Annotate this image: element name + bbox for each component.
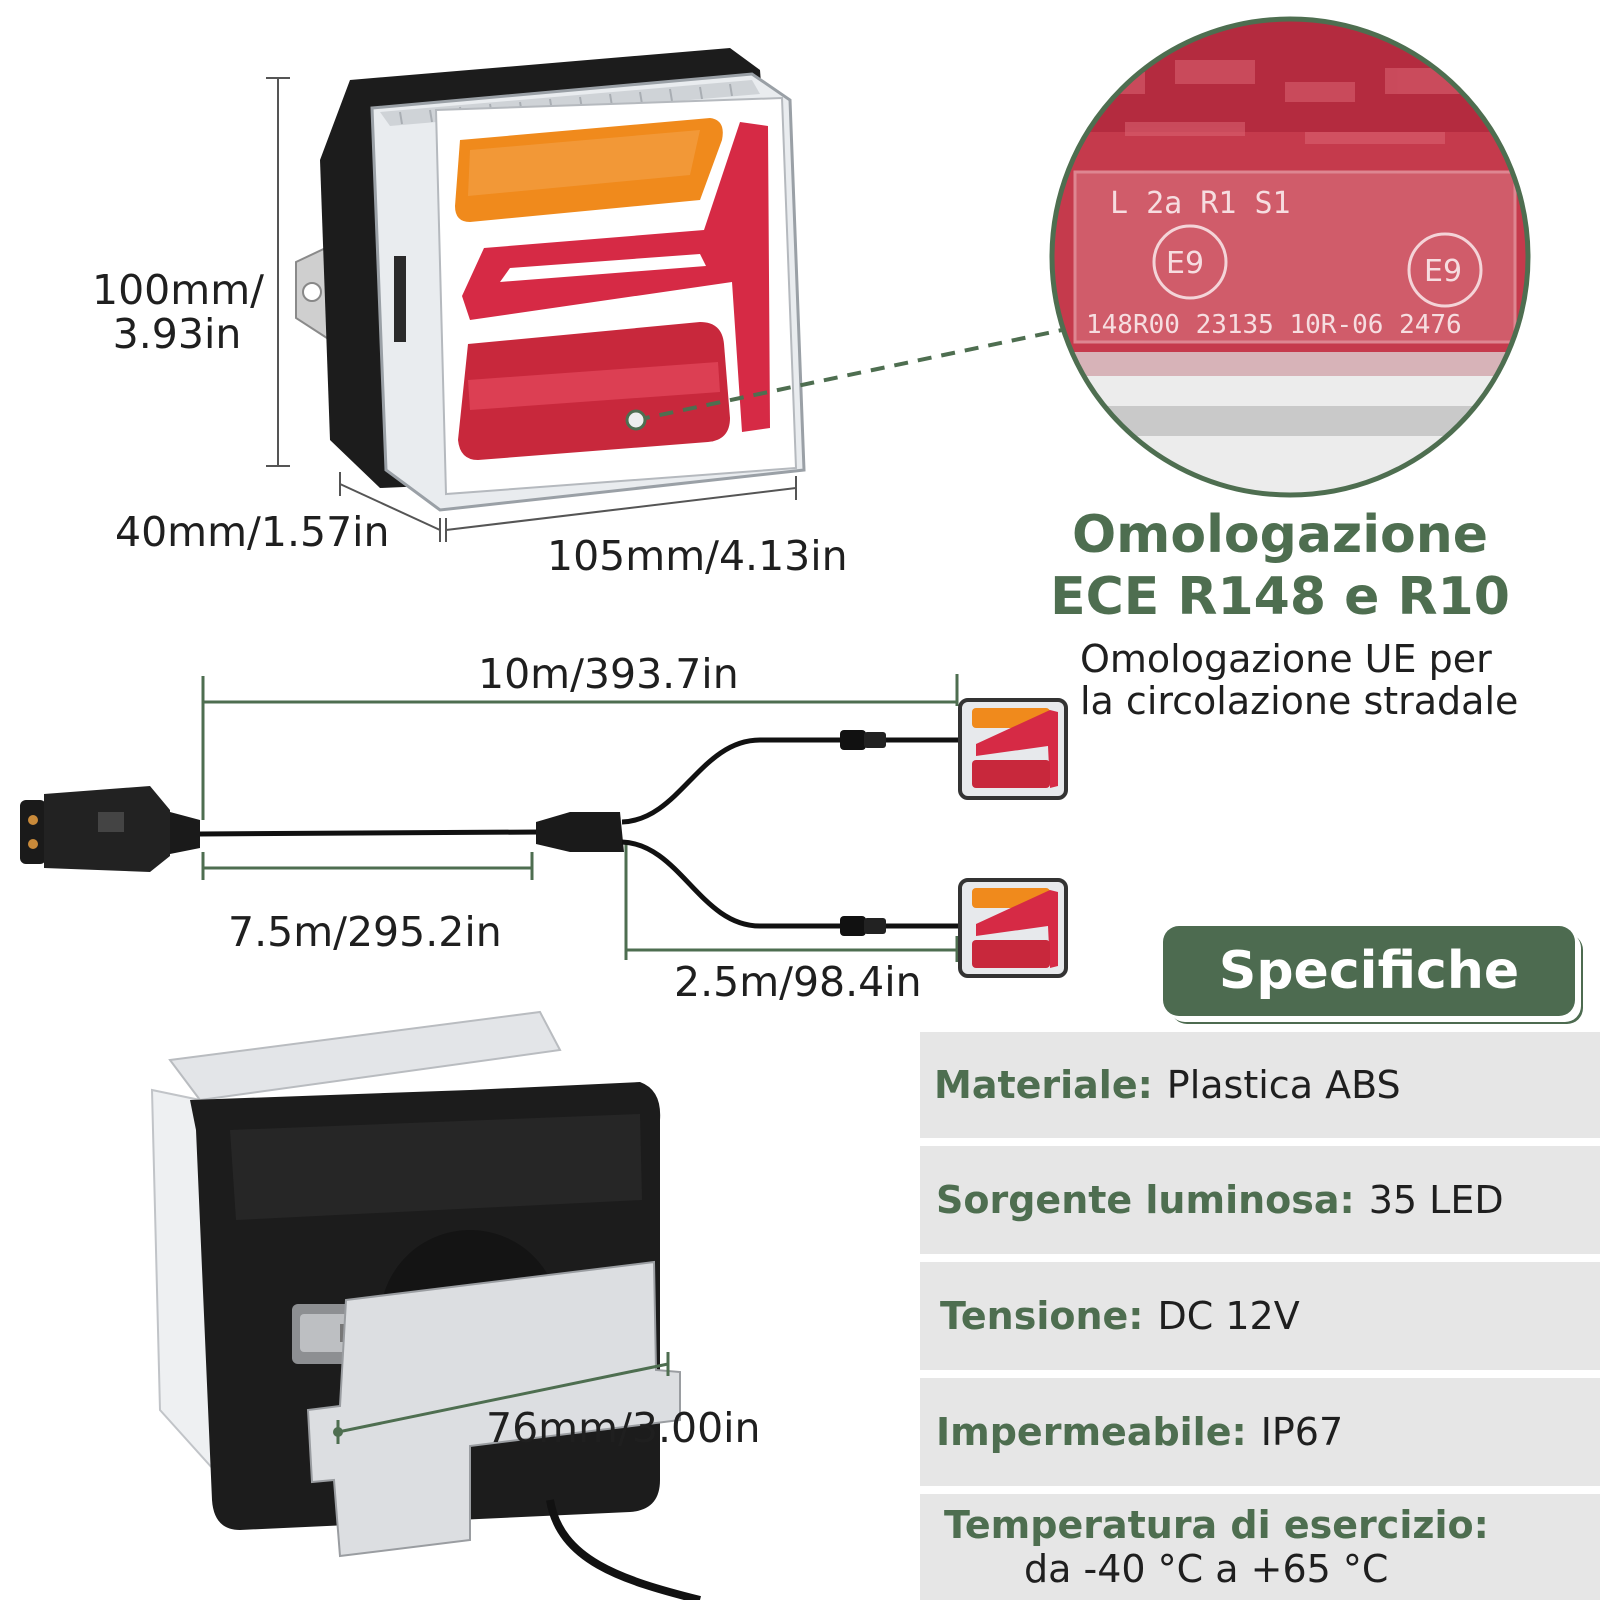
red-light-guide (462, 122, 770, 432)
certification-subtitle-line1: Omologazione UE per (1080, 637, 1492, 681)
spec-label: Tensione: (940, 1294, 1144, 1338)
certification-title-line1: Omologazione (1071, 505, 1489, 565)
spec-row-voltage: Tensione: DC 12V (920, 1262, 1600, 1370)
lens-mark-e9-right: E9 (1424, 254, 1463, 289)
lens-zoom-circle (1049, 16, 1531, 498)
spec-label: Impermeabile: (936, 1410, 1247, 1454)
cable-total-label: 10m/393.7in (478, 650, 739, 698)
depth-width-dimension-lines (339, 472, 797, 542)
spec-row-temperature: Temperatura di esercizio: da -40 °C a +6… (920, 1494, 1600, 1600)
cable-total-dimension (201, 674, 959, 820)
spec-label: Sorgente luminosa: (936, 1178, 1355, 1222)
seven-pin-plug (20, 786, 200, 872)
lens-mark-approval: L 2a R1 S1 (1110, 186, 1291, 221)
depth-label: 40mm/1.57in (115, 508, 390, 556)
cable-branch-label: 2.5m/98.4in (674, 958, 922, 1006)
spec-value: 35 LED (1368, 1178, 1504, 1222)
height-label: 100mm/ 3.93in (92, 266, 264, 358)
specs-header: Specifiche (1163, 926, 1575, 1016)
spec-row-waterproof: Impermeabile: IP67 (920, 1378, 1600, 1486)
lens-mark-code: 148R00 23135 10R-06 2476 (1086, 310, 1462, 340)
spec-value: Plastica ABS (1166, 1063, 1401, 1107)
cable-main-dimension (201, 852, 534, 880)
bracket-label: 76mm/3.00in (486, 1404, 761, 1452)
cable-branch-dimension (624, 842, 959, 962)
height-dimension-line (266, 77, 290, 467)
metal-bracket (306, 1260, 681, 1558)
lens-mark-e9-left: E9 (1166, 246, 1205, 281)
cable-main-label: 7.5m/295.2in (228, 908, 502, 956)
certification-title-line2: ECE R148 e R10 (1050, 567, 1510, 627)
spec-label: Materiale: (934, 1063, 1153, 1107)
zoom-leader-line (635, 328, 1063, 422)
spec-row-light-source: Sorgente luminosa: 35 LED (920, 1146, 1600, 1254)
mini-lamp-bottom (958, 878, 1068, 978)
spec-value: DC 12V (1157, 1294, 1300, 1338)
spec-value: da -40 °C a +65 °C (1024, 1547, 1389, 1591)
mini-lamp-top (958, 698, 1068, 800)
cable-splitter (536, 812, 624, 852)
spec-row-material: Materiale: Plastica ABS (920, 1032, 1600, 1138)
spec-value: IP67 (1260, 1410, 1344, 1454)
width-label: 105mm/4.13in (547, 532, 848, 580)
spec-label: Temperatura di esercizio: (944, 1503, 1489, 1547)
certification-subtitle-line2: la circolazione stradale (1080, 679, 1519, 723)
